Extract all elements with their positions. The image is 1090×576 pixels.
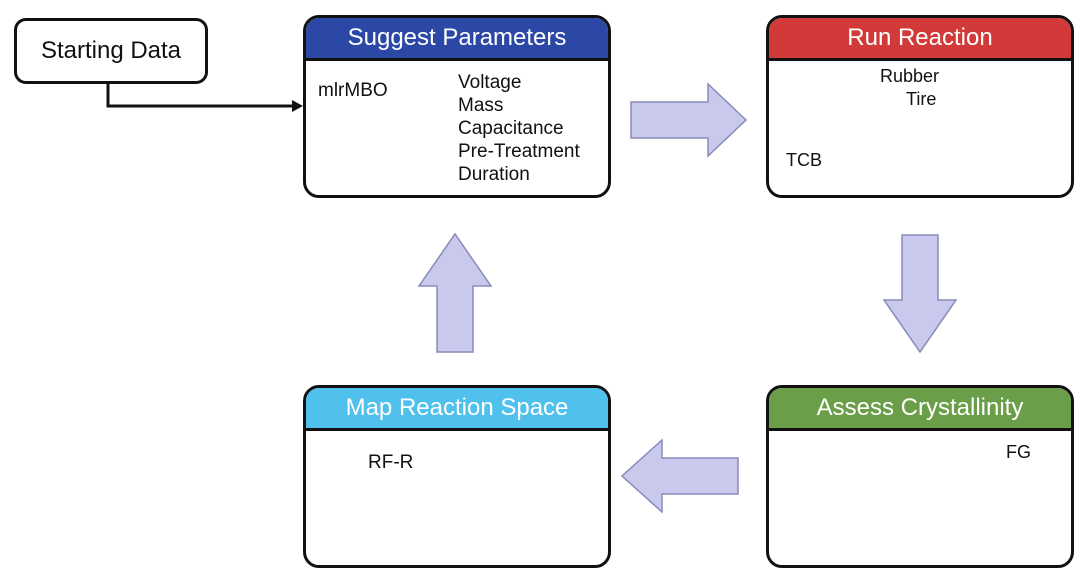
start-connector-line — [106, 84, 295, 108]
tire-label: Tire — [906, 89, 937, 109]
flow-arrow-left — [620, 438, 739, 514]
param-voltage: Voltage — [458, 72, 522, 93]
rubber-label: Rubber — [880, 66, 940, 86]
flow-arrow-up — [417, 232, 493, 353]
map-reaction-space-header: Map Reaction Space — [306, 388, 608, 431]
flow-arrow-down — [882, 234, 958, 354]
run-reaction-box: Run Reaction — [766, 15, 1074, 198]
tcb-label: TCB — [786, 150, 822, 170]
mlrmbo-label: mlrMBO — [318, 80, 388, 101]
param-duration: Duration — [458, 164, 530, 185]
param-mass: Mass — [458, 95, 504, 116]
starting-data-box: Starting Data — [14, 18, 208, 84]
flow-arrow-right — [630, 82, 748, 158]
param-pre-treatment: Pre-Treatment — [458, 141, 580, 162]
starting-data-label: Starting Data — [40, 37, 182, 64]
fg-label: FG — [1006, 442, 1031, 462]
map-reaction-space-box: Map Reaction Space — [303, 385, 611, 568]
assess-crystallinity-title: Assess Crystallinity — [816, 394, 1024, 421]
suggest-parameters-box: Suggest Parameters — [303, 15, 611, 198]
assess-crystallinity-box: Assess Crystallinity — [766, 385, 1074, 568]
run-reaction-title: Run Reaction — [847, 24, 993, 51]
rf-r-label: RF-R — [368, 452, 414, 473]
start-connector-arrowhead — [292, 100, 303, 112]
assess-crystallinity-header: Assess Crystallinity — [769, 388, 1071, 431]
run-reaction-header: Run Reaction — [769, 18, 1071, 61]
map-reaction-space-title: Map Reaction Space — [345, 394, 569, 421]
suggest-parameters-header: Suggest Parameters — [306, 18, 608, 61]
suggest-parameters-title: Suggest Parameters — [347, 24, 567, 51]
param-capacitance: Capacitance — [458, 118, 564, 139]
